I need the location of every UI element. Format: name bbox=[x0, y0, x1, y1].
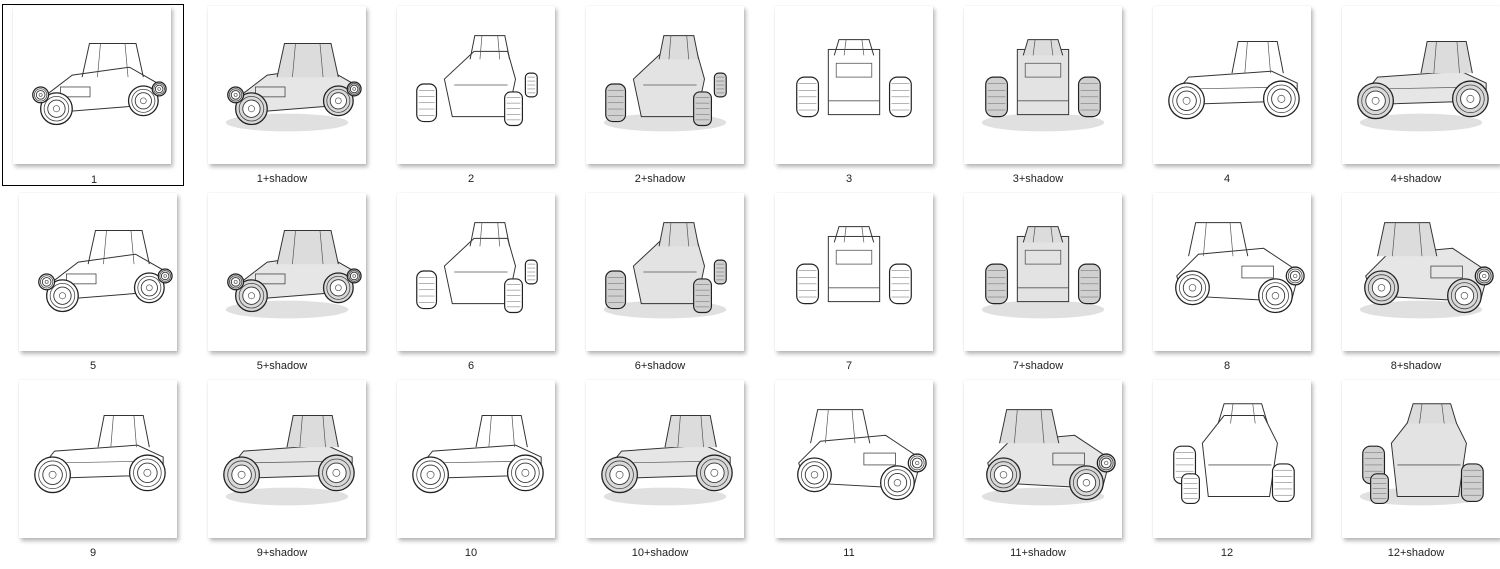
car-render-thumbnail[interactable] bbox=[586, 193, 744, 351]
car-render-thumbnail[interactable] bbox=[397, 380, 555, 538]
sprint-car-drawing bbox=[981, 226, 1105, 319]
car-render-thumbnail[interactable] bbox=[19, 193, 177, 351]
thumbnail-item[interactable]: 10 bbox=[380, 378, 562, 560]
thumbnail-label: 12+shadow bbox=[1387, 547, 1445, 559]
thumbnail-item[interactable]: 3 bbox=[758, 4, 940, 186]
thumbnail-item[interactable]: 6+shadow bbox=[569, 191, 751, 373]
car-render-thumbnail[interactable] bbox=[1342, 380, 1500, 538]
thumbnail-item[interactable]: 9+shadow bbox=[191, 378, 373, 560]
sprint-car-drawing bbox=[603, 35, 727, 132]
thumbnail-item[interactable]: 1 bbox=[2, 4, 184, 186]
thumbnail-label: 12 bbox=[1220, 547, 1234, 559]
car-render-thumbnail[interactable] bbox=[1153, 193, 1311, 351]
thumbnail-label: 4+shadow bbox=[1390, 173, 1442, 185]
thumbnail-label: 2 bbox=[467, 173, 475, 185]
thumbnail-item[interactable]: 8 bbox=[1136, 191, 1318, 373]
sprint-car-drawing bbox=[34, 415, 166, 494]
sprint-car-drawing bbox=[416, 35, 538, 127]
thumbnail-label: 8 bbox=[1223, 360, 1231, 372]
thumbnail-label: 10 bbox=[464, 547, 478, 559]
car-render-thumbnail[interactable] bbox=[1153, 380, 1311, 538]
car-render-thumbnail[interactable] bbox=[208, 193, 366, 351]
sprint-car-drawing bbox=[1173, 403, 1295, 505]
thumbnail-item[interactable]: 10+shadow bbox=[569, 378, 751, 560]
car-render-thumbnail[interactable] bbox=[775, 6, 933, 164]
sprint-car-drawing bbox=[601, 415, 733, 506]
thumbnail-item[interactable]: 5 bbox=[2, 191, 184, 373]
thumbnail-item[interactable]: 7+shadow bbox=[947, 191, 1129, 373]
car-render-thumbnail[interactable] bbox=[13, 6, 171, 164]
sprint-car-drawing bbox=[796, 39, 912, 118]
sprint-car-drawing bbox=[32, 43, 167, 126]
sprint-car-drawing bbox=[225, 230, 362, 319]
sprint-car-drawing bbox=[416, 222, 538, 314]
car-render-thumbnail[interactable] bbox=[19, 380, 177, 538]
thumbnail-item[interactable]: 12 bbox=[1136, 378, 1318, 560]
car-render-thumbnail[interactable] bbox=[964, 380, 1122, 538]
thumbnail-item[interactable]: 7 bbox=[758, 191, 940, 373]
thumbnail-label: 11 bbox=[843, 547, 855, 559]
thumbnail-item[interactable]: 6 bbox=[380, 191, 562, 373]
thumbnail-label: 7 bbox=[845, 360, 853, 372]
thumbnail-item[interactable]: 2 bbox=[380, 4, 562, 186]
sprint-car-drawing bbox=[796, 226, 912, 305]
sprint-car-drawing bbox=[412, 415, 544, 494]
thumbnail-label: 8+shadow bbox=[1390, 360, 1442, 372]
sprint-car-drawing bbox=[1175, 222, 1305, 314]
thumbnail-item[interactable]: 4 bbox=[1136, 4, 1318, 186]
sprint-car-drawing bbox=[1357, 41, 1489, 132]
thumbnail-item[interactable]: 4+shadow bbox=[1325, 4, 1500, 186]
thumbnail-label: 5 bbox=[89, 360, 97, 372]
thumbnail-item[interactable]: 12+shadow bbox=[1325, 378, 1500, 560]
car-render-thumbnail[interactable] bbox=[1153, 6, 1311, 164]
thumbnail-item[interactable]: 11+shadow bbox=[947, 378, 1129, 560]
car-render-thumbnail[interactable] bbox=[397, 193, 555, 351]
car-render-thumbnail[interactable] bbox=[208, 380, 366, 538]
thumbnail-label: 6 bbox=[467, 360, 475, 372]
thumbnail-label: 9 bbox=[89, 547, 97, 559]
thumbnail-item[interactable]: 1+shadow bbox=[191, 4, 373, 186]
thumbnail-label: 3+shadow bbox=[1012, 173, 1064, 185]
sprint-car-drawing bbox=[603, 222, 727, 319]
thumbnail-item[interactable]: 9 bbox=[2, 378, 184, 560]
thumbnail-label: 5+shadow bbox=[256, 360, 308, 372]
sprint-car-drawing bbox=[1359, 222, 1494, 319]
thumbnail-label: 11+shadow bbox=[1010, 547, 1066, 559]
sprint-car-drawing bbox=[797, 409, 927, 501]
car-render-thumbnail[interactable] bbox=[964, 193, 1122, 351]
thumbnail-item[interactable]: 5+shadow bbox=[191, 191, 373, 373]
car-render-thumbnail[interactable] bbox=[1342, 6, 1500, 164]
thumbnail-label: 6+shadow bbox=[634, 360, 686, 372]
sprint-car-drawing bbox=[981, 409, 1116, 506]
car-render-thumbnail[interactable] bbox=[586, 6, 744, 164]
sprint-car-drawing bbox=[981, 39, 1105, 132]
thumbnail-label: 1+shadow bbox=[256, 173, 308, 185]
thumbnail-label: 4 bbox=[1223, 173, 1231, 185]
car-render-thumbnail[interactable] bbox=[1342, 193, 1500, 351]
thumbnail-label: 1 bbox=[90, 174, 98, 186]
sprint-car-drawing bbox=[1168, 41, 1300, 120]
car-render-thumbnail[interactable] bbox=[208, 6, 366, 164]
thumbnail-item[interactable]: 8+shadow bbox=[1325, 191, 1500, 373]
thumbnail-item[interactable]: 11 bbox=[758, 378, 940, 560]
car-render-thumbnail[interactable] bbox=[775, 380, 933, 538]
thumbnail-item[interactable]: 3+shadow bbox=[947, 4, 1129, 186]
thumbnail-item[interactable]: 2+shadow bbox=[569, 4, 751, 186]
thumbnail-label: 9+shadow bbox=[256, 547, 308, 559]
car-render-thumbnail[interactable] bbox=[775, 193, 933, 351]
sprint-car-drawing bbox=[38, 230, 173, 313]
thumbnail-label: 2+shadow bbox=[634, 173, 686, 185]
car-render-thumbnail[interactable] bbox=[586, 380, 744, 538]
sprint-car-drawing bbox=[223, 415, 355, 506]
car-render-thumbnail[interactable] bbox=[397, 6, 555, 164]
thumbnail-label: 10+shadow bbox=[631, 547, 689, 559]
car-render-thumbnail[interactable] bbox=[964, 6, 1122, 164]
sprint-car-drawing bbox=[1359, 403, 1484, 506]
thumbnail-label: 3 bbox=[845, 173, 853, 185]
thumbnail-label: 7+shadow bbox=[1012, 360, 1064, 372]
sprint-car-drawing bbox=[225, 43, 362, 132]
